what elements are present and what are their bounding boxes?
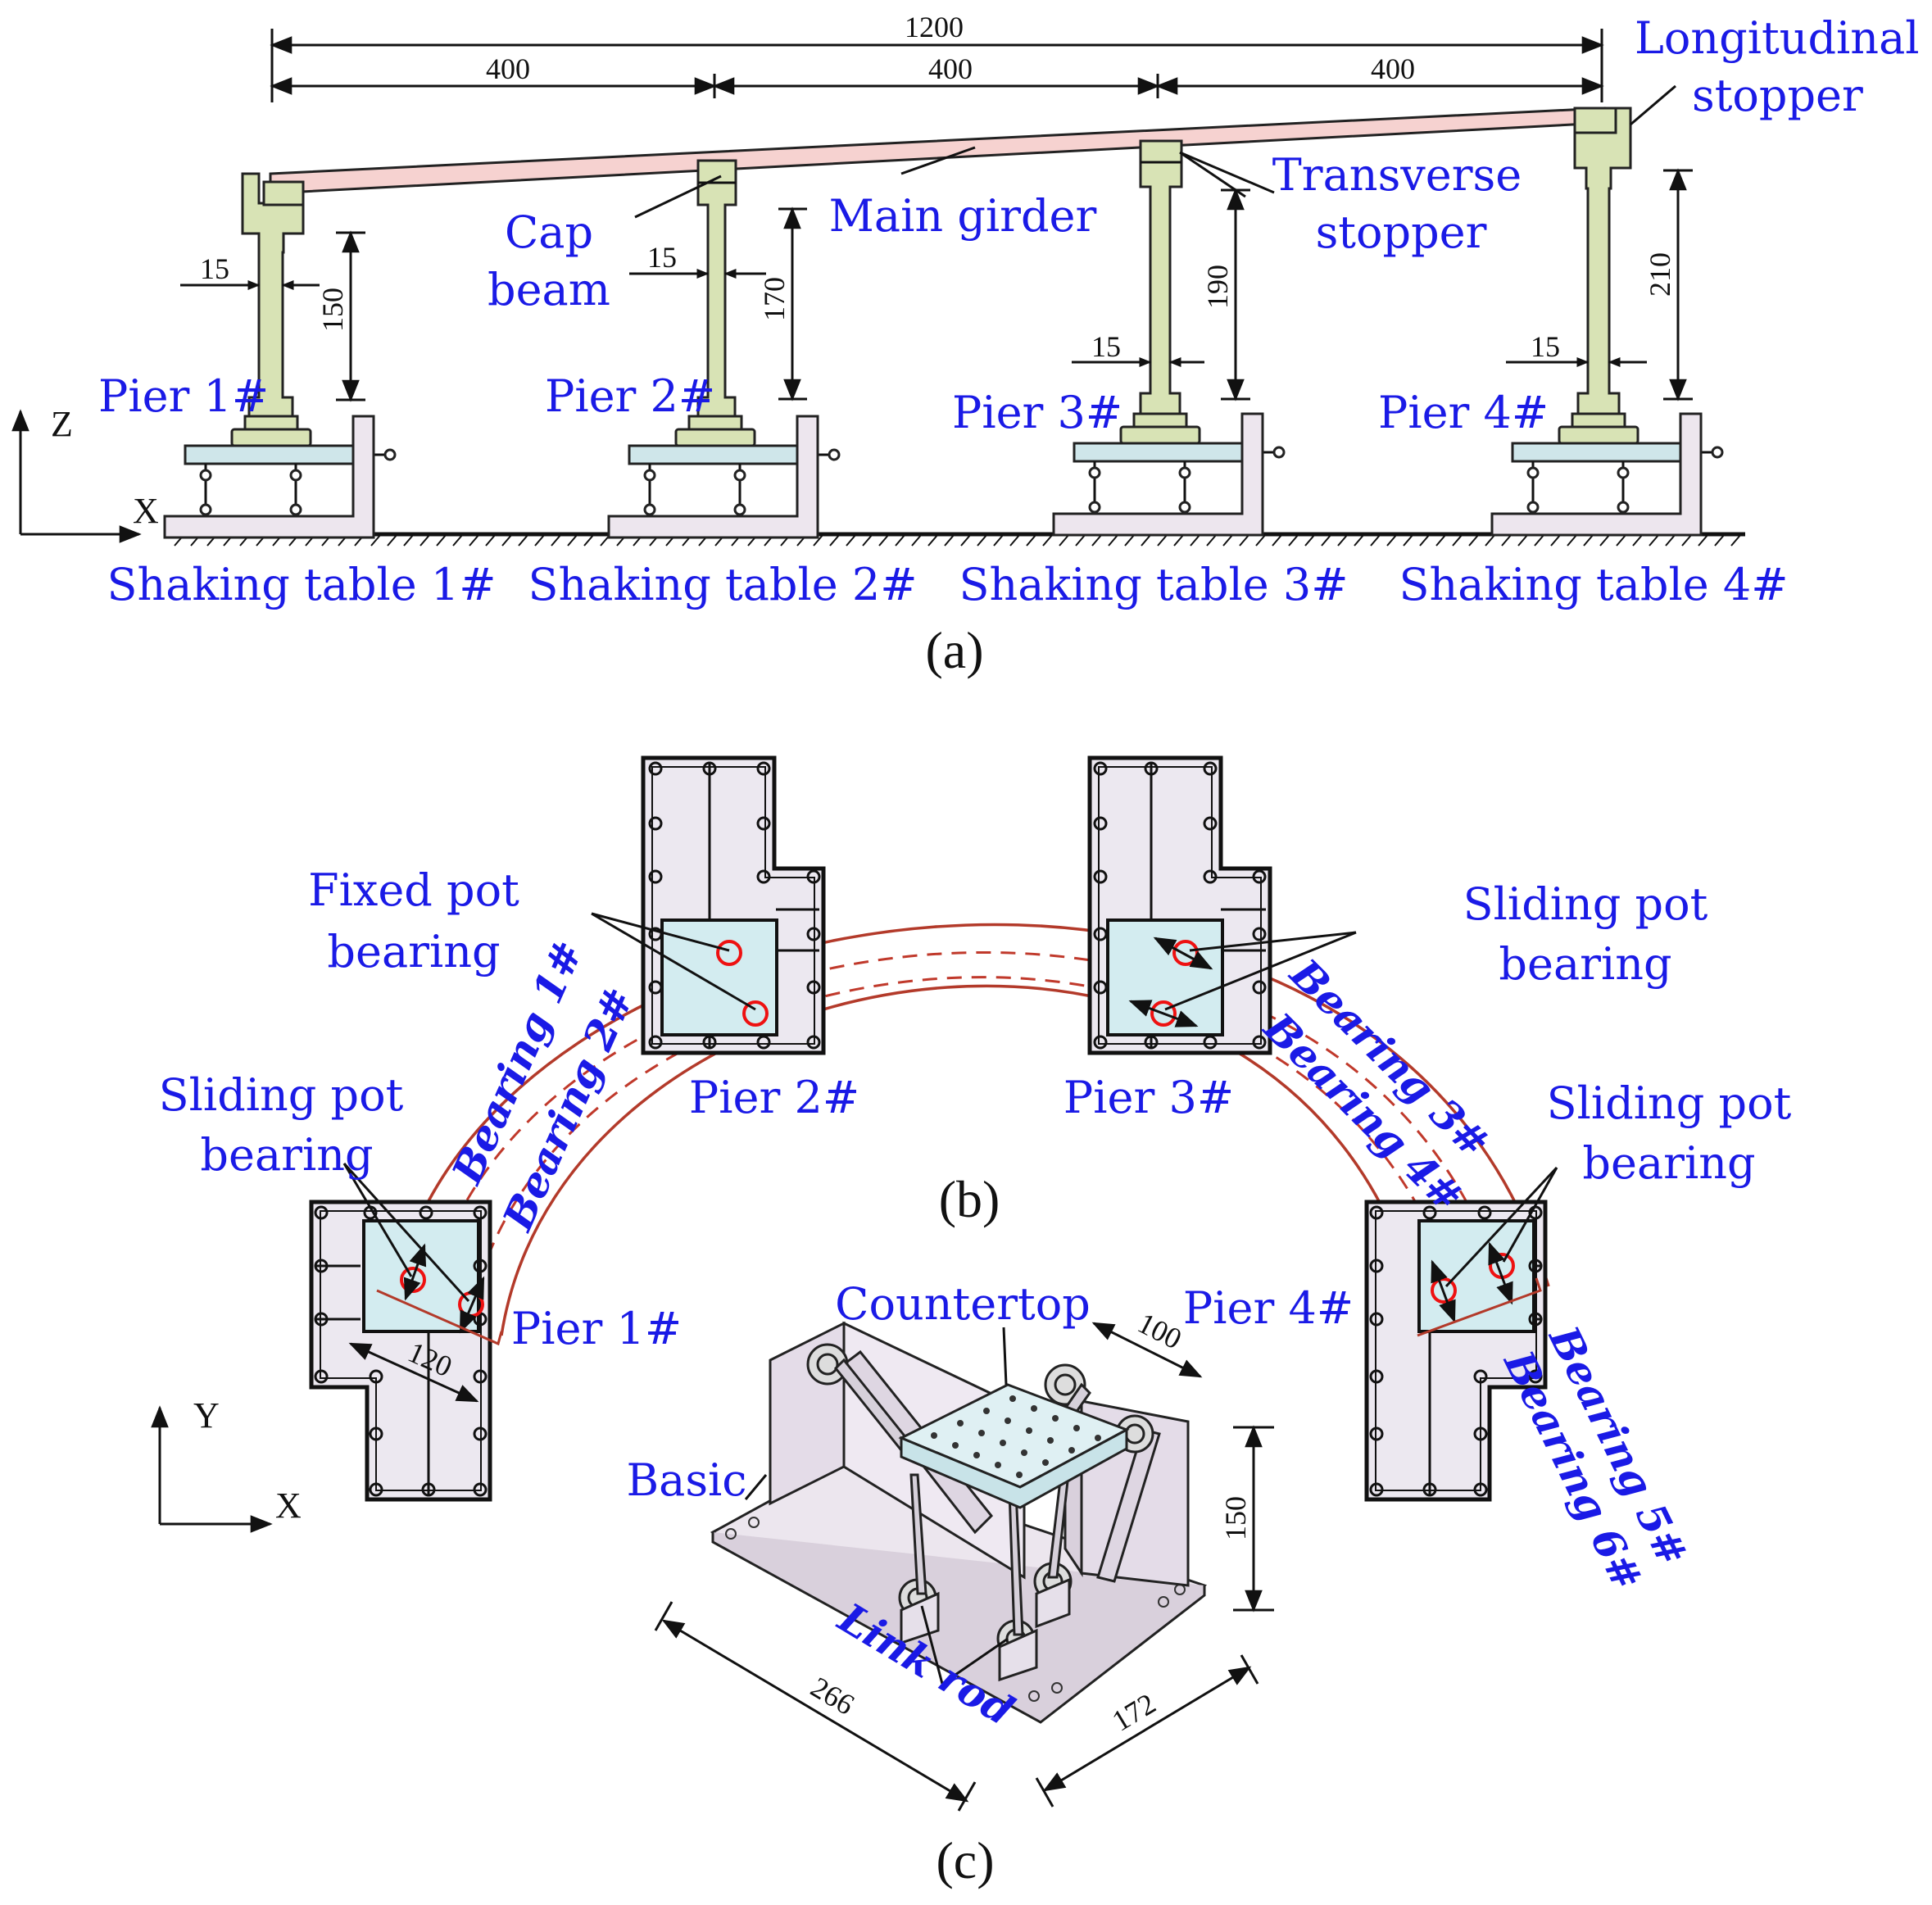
label-pier-4: Pier 4#	[1378, 387, 1549, 438]
caption-c: (c)	[936, 1831, 994, 1889]
dimension-172: 172	[1106, 1687, 1161, 1738]
label-sliding-pot-right-1: Sliding pot	[1463, 878, 1708, 930]
label-shaking-table-2: Shaking table 2#	[528, 559, 918, 610]
dimension-266: 266	[805, 1671, 860, 1721]
label-pier-3-plan: Pier 3#	[1064, 1072, 1234, 1123]
dimension-span-3: 400	[1371, 52, 1415, 85]
label-pier-1-plan: Pier 1#	[511, 1303, 682, 1354]
label-sliding-pot-left-1: Sliding pot	[159, 1069, 404, 1121]
dimension-span-1: 400	[486, 52, 530, 85]
pier-3-plan	[1087, 755, 1272, 1055]
label-fixed-pot-2: bearing	[327, 926, 500, 977]
label-longitudinal-stopper-1: Longitudinal	[1635, 12, 1920, 64]
label-shaking-table-1: Shaking table 1#	[107, 559, 497, 610]
label-cap-beam-1: Cap	[505, 206, 593, 258]
pier-3-width: 15	[1091, 330, 1121, 363]
label-shaking-table-4: Shaking table 4#	[1399, 559, 1789, 610]
dimension-100: 100	[1132, 1306, 1186, 1355]
pier-1-width: 15	[200, 252, 229, 285]
label-shaking-table-3: Shaking table 3#	[959, 559, 1349, 610]
label-sliding-pot-right-2: bearing	[1499, 938, 1671, 990]
panel-a: 1200 400 400 400	[11, 11, 1920, 679]
caption-a: (a)	[925, 621, 983, 679]
girder-inner-edge	[500, 984, 1426, 1336]
girder-outer-edge	[390, 923, 1550, 1312]
pier-1-elevation	[163, 172, 397, 539]
dimension-total: 1200	[905, 11, 964, 43]
label-fixed-pot-1: Fixed pot	[308, 864, 519, 916]
pier-1-height: 150	[316, 288, 349, 332]
dimension-150: 150	[1219, 1496, 1252, 1540]
label-cap-beam-2: beam	[488, 264, 610, 315]
pier-2-width: 15	[647, 241, 677, 274]
label-longitudinal-stopper-2: stopper	[1692, 70, 1863, 121]
pier-4-width: 15	[1531, 330, 1560, 363]
label-main-girder: Main girder	[829, 190, 1097, 242]
label-pier-4-plan: Pier 4#	[1183, 1282, 1354, 1334]
panel-c: 100 150 266 172 Countertop Basic Link ro…	[626, 1278, 1274, 1889]
pier-4-plan	[1364, 1200, 1548, 1502]
axis-x-label: X	[133, 491, 159, 531]
label-basic: Basic	[626, 1454, 746, 1506]
label-countertop: Countertop	[835, 1278, 1091, 1330]
pier-2-height: 170	[758, 277, 791, 321]
pier-1-plan: 120	[309, 1200, 503, 1502]
label-transverse-stopper-1: Transverse	[1272, 149, 1522, 201]
label-pier-2-plan: Pier 2#	[689, 1072, 859, 1123]
label-pier-3: Pier 3#	[952, 387, 1122, 438]
axis-x-label-b: X	[275, 1485, 302, 1526]
pier-2-plan	[641, 755, 826, 1055]
label-pier-2: Pier 2#	[545, 370, 715, 422]
caption-b: (b)	[939, 1170, 1000, 1228]
label-sliding-pot-far-right-1: Sliding pot	[1547, 1077, 1792, 1129]
pier-4-elevation	[1490, 107, 1724, 537]
dimension-span-2: 400	[928, 52, 973, 85]
panel-b: 120	[151, 755, 1792, 1598]
pier-2-elevation	[607, 159, 841, 539]
pier-dimensions: 15 150 15 170 15 190 15 210	[180, 168, 1693, 402]
label-sliding-pot-left-2: bearing	[200, 1129, 373, 1181]
pier-3-elevation	[1052, 139, 1286, 537]
label-sliding-pot-far-right-2: bearing	[1582, 1137, 1755, 1189]
pier-3-height: 190	[1201, 265, 1234, 309]
axis-y-label: Y	[193, 1395, 220, 1436]
axis-z-label: Z	[51, 404, 73, 444]
pier-4-height: 210	[1644, 252, 1676, 297]
label-pier-1: Pier 1#	[98, 370, 269, 422]
label-transverse-stopper-2: stopper	[1316, 206, 1487, 258]
